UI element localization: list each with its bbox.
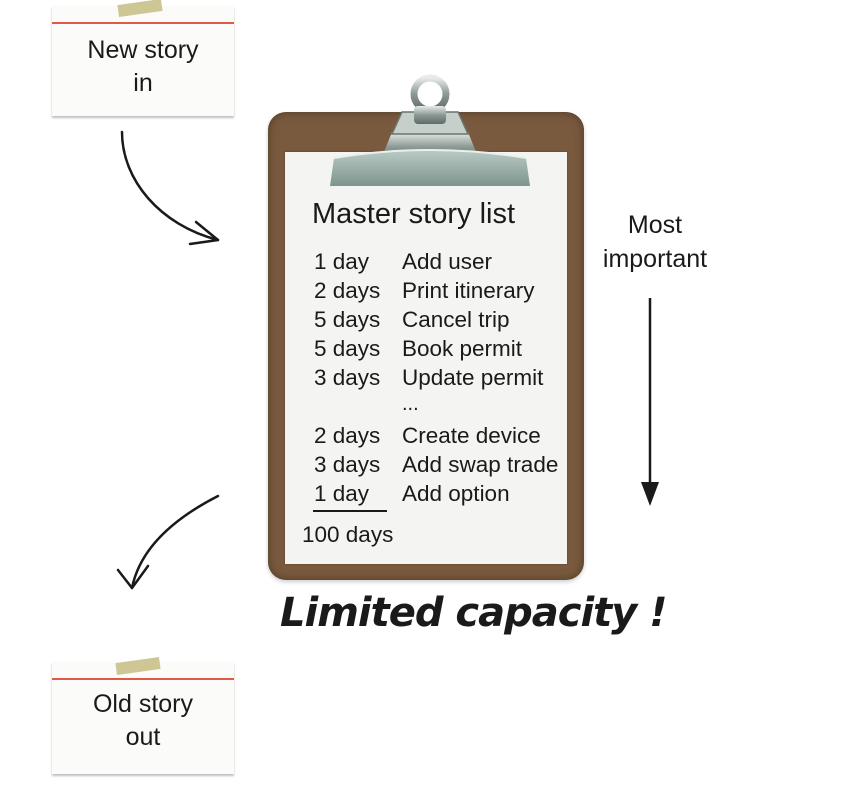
new-story-line2: in xyxy=(133,69,153,97)
list-item: 3 days Add swap trade xyxy=(314,450,558,479)
story-list: 1 day Add user 2 days Print itinerary 5 da… xyxy=(314,247,558,508)
old-story-line1: Old story xyxy=(92,690,194,718)
list-title: Master story list xyxy=(312,198,516,230)
clipboard-clip-icon xyxy=(330,74,530,186)
story-name: Cancel trip xyxy=(402,307,510,332)
story-name: Add user xyxy=(402,249,493,274)
new-story-label: New story in xyxy=(52,34,234,100)
priority-label: Most important xyxy=(590,208,720,276)
priority-down-arrow-icon xyxy=(641,298,659,506)
list-item: 2 days Print itinerary xyxy=(314,276,558,305)
old-story-card: Old story out xyxy=(52,656,234,774)
story-duration: 1 day xyxy=(314,249,370,274)
card-red-rule xyxy=(52,22,234,24)
story-name: Update permit xyxy=(402,365,544,390)
list-ellipsis: ... xyxy=(402,393,419,415)
priority-line2: important xyxy=(602,245,708,273)
story-duration: 3 days xyxy=(314,365,381,390)
list-item: 3 days Update permit xyxy=(314,363,558,392)
story-name: Create device xyxy=(402,423,541,448)
story-name: Book permit xyxy=(402,336,523,361)
clipboard-paper xyxy=(285,152,567,564)
story-duration: 1 day xyxy=(314,481,370,506)
story-name: Add swap trade xyxy=(402,452,559,477)
story-duration: 2 days xyxy=(314,423,381,448)
total-underline xyxy=(313,510,387,512)
story-duration: 5 days xyxy=(314,336,381,361)
story-name: Add option xyxy=(402,481,510,506)
new-story-card: New story in xyxy=(52,0,234,116)
arrow-out-icon xyxy=(116,494,220,590)
old-story-label: Old story out xyxy=(52,688,234,754)
story-duration: 5 days xyxy=(314,307,381,332)
list-total: 100 days xyxy=(302,522,394,547)
priority-line1: Most xyxy=(627,211,683,239)
story-duration: 2 days xyxy=(314,278,381,303)
arrow-in-icon xyxy=(120,130,220,246)
list-item: 5 days Cancel trip xyxy=(314,305,558,334)
list-item: 2 days Create device xyxy=(314,421,558,450)
old-story-line2: out xyxy=(125,723,161,751)
limited-capacity-caption: Limited capacity ! xyxy=(280,590,668,636)
story-duration: 3 days xyxy=(314,452,381,477)
new-story-line1: New story xyxy=(87,36,199,64)
list-item: 5 days Book permit xyxy=(314,334,558,363)
list-item: 1 day Add user xyxy=(314,247,558,276)
list-item: 1 day Add option xyxy=(314,479,558,508)
card-red-rule xyxy=(52,678,234,680)
story-name: Print itinerary xyxy=(402,278,535,303)
